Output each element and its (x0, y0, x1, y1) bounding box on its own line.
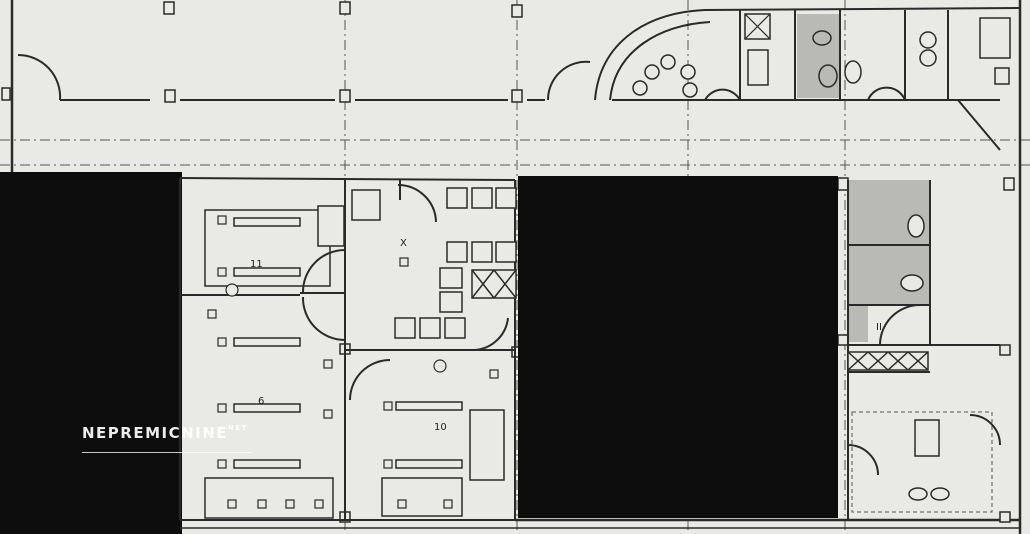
room-label-ii: II (876, 322, 882, 333)
room-label-10: 10 (434, 422, 447, 433)
desks (204, 209, 505, 519)
watermark-suffix: NET (228, 424, 248, 432)
room-label-x: X (400, 238, 407, 249)
reception-chairs (632, 54, 698, 98)
watermark-logo: NEPREMICNINENET (82, 424, 248, 442)
office-chairs (207, 215, 499, 509)
office-walls (179, 177, 516, 521)
room-label-6: 6 (258, 396, 264, 407)
watermark-text: NEPREMICNINE (82, 424, 229, 442)
top-right-wc-block (744, 13, 1011, 98)
redaction-left (0, 172, 182, 534)
upper-corridor-wall (17, 53, 591, 101)
watermark-underline (82, 452, 252, 453)
reception-curve (594, 7, 1021, 151)
redaction-center (518, 176, 838, 518)
right-wc-block (847, 180, 1001, 520)
room-label-11: 11 (250, 259, 263, 270)
meeting-furniture (317, 187, 517, 339)
